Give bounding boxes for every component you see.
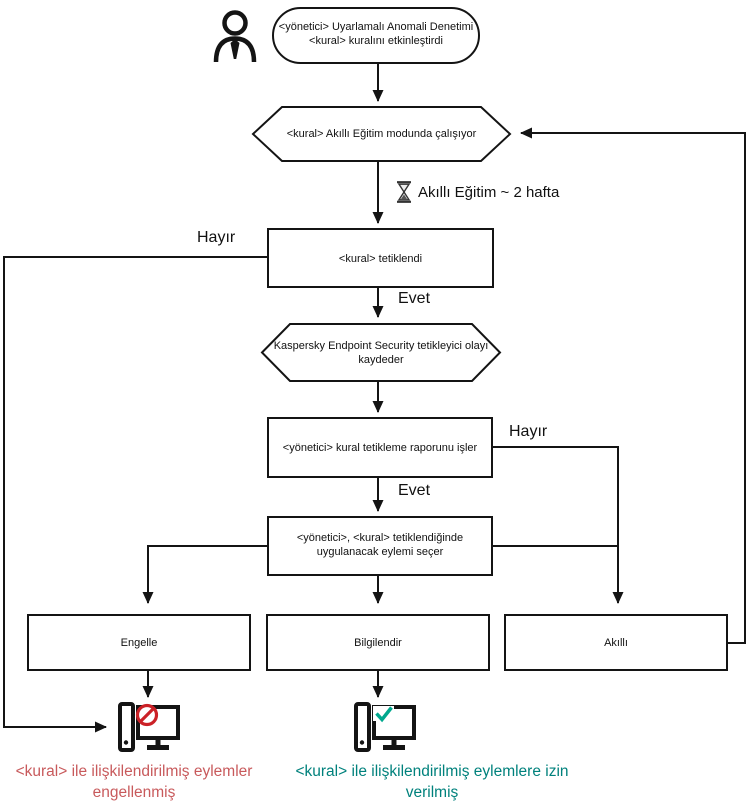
rule-triggered-node-shape [267, 228, 494, 288]
edge-label-rule-no: Hayır [197, 229, 236, 246]
log-event-line1: Kaspersky Endpoint Security tetikleyici … [273, 340, 489, 352]
start-node-line2: <kural> kuralını etkinleştirdi [309, 35, 443, 47]
edge-report-no-to-smart [492, 446, 624, 604]
log-event-line2: kaydeder [358, 354, 404, 366]
rule-triggered-label: <kural> tetiklendi [338, 253, 423, 265]
allowed-outcome-caption: <kural> ile ilişkilendirilmiş eylemlere … [290, 761, 574, 803]
action-block-label: Engelle [120, 637, 158, 649]
log-event-node-shape [260, 323, 502, 382]
log-event-label: Kaspersky Endpoint Security tetikleyici … [258, 339, 504, 367]
training-duration-label: Akıllı Eğitim ~ 2 hafta [418, 184, 560, 201]
allowed-outcome-line2: verilmiş [405, 784, 459, 801]
start-node-label: <yönetici> Uyarlamalı Anomali Denetimi <… [273, 20, 479, 48]
action-smart-node-shape [504, 614, 728, 671]
person-icon [213, 10, 257, 63]
edge-label-rule-yes: Evet [398, 290, 431, 307]
edge-label-report-yes: Evet [398, 482, 431, 499]
select-action-node-shape [267, 516, 493, 576]
blocked-outcome-line2: engellenmiş [92, 784, 176, 801]
start-node-shape [272, 7, 480, 64]
action-block-node-shape [27, 614, 251, 671]
action-inform-label: Bilgilendir [354, 637, 402, 649]
action-smart-label: Akıllı [604, 637, 628, 649]
select-action-line2: uygulanacak eylemi seçer [316, 546, 444, 558]
select-action-line1: <yönetici>, <kural> tetiklendiğinde [296, 532, 464, 544]
edge-rule-no-to-blocked [3, 256, 268, 733]
training-mode-node-shape [251, 106, 512, 162]
allowed-outcome-line1: <kural> ile ilişkilendirilmiş eylemlere … [295, 763, 569, 780]
process-report-node-shape [267, 417, 493, 478]
blocked-outcome-caption: <kural> ile ilişkilendirilmiş eylemler e… [2, 761, 266, 803]
computer-allowed-icon [354, 702, 416, 752]
process-report-label: <yönetici> kural tetikleme raporunu işle… [282, 442, 478, 454]
start-node-line1: <yönetici> Uyarlamalı Anomali Denetimi [278, 21, 474, 33]
hourglass-icon [397, 181, 411, 203]
edge-select-to-block [142, 545, 268, 604]
training-mode-label: <kural> Akıllı Eğitim modunda çalışıyor [286, 128, 477, 140]
action-inform-node-shape [266, 614, 490, 671]
computer-blocked-icon [118, 702, 180, 752]
edge-smart-feedback [520, 127, 746, 644]
select-action-label: <yönetici>, <kural> tetiklendiğinde uygu… [268, 531, 492, 559]
blocked-outcome-line1: <kural> ile ilişkilendirilmiş eylemler [15, 763, 253, 780]
checkmark-icon [375, 706, 393, 723]
edge-label-report-no: Hayır [509, 423, 548, 440]
